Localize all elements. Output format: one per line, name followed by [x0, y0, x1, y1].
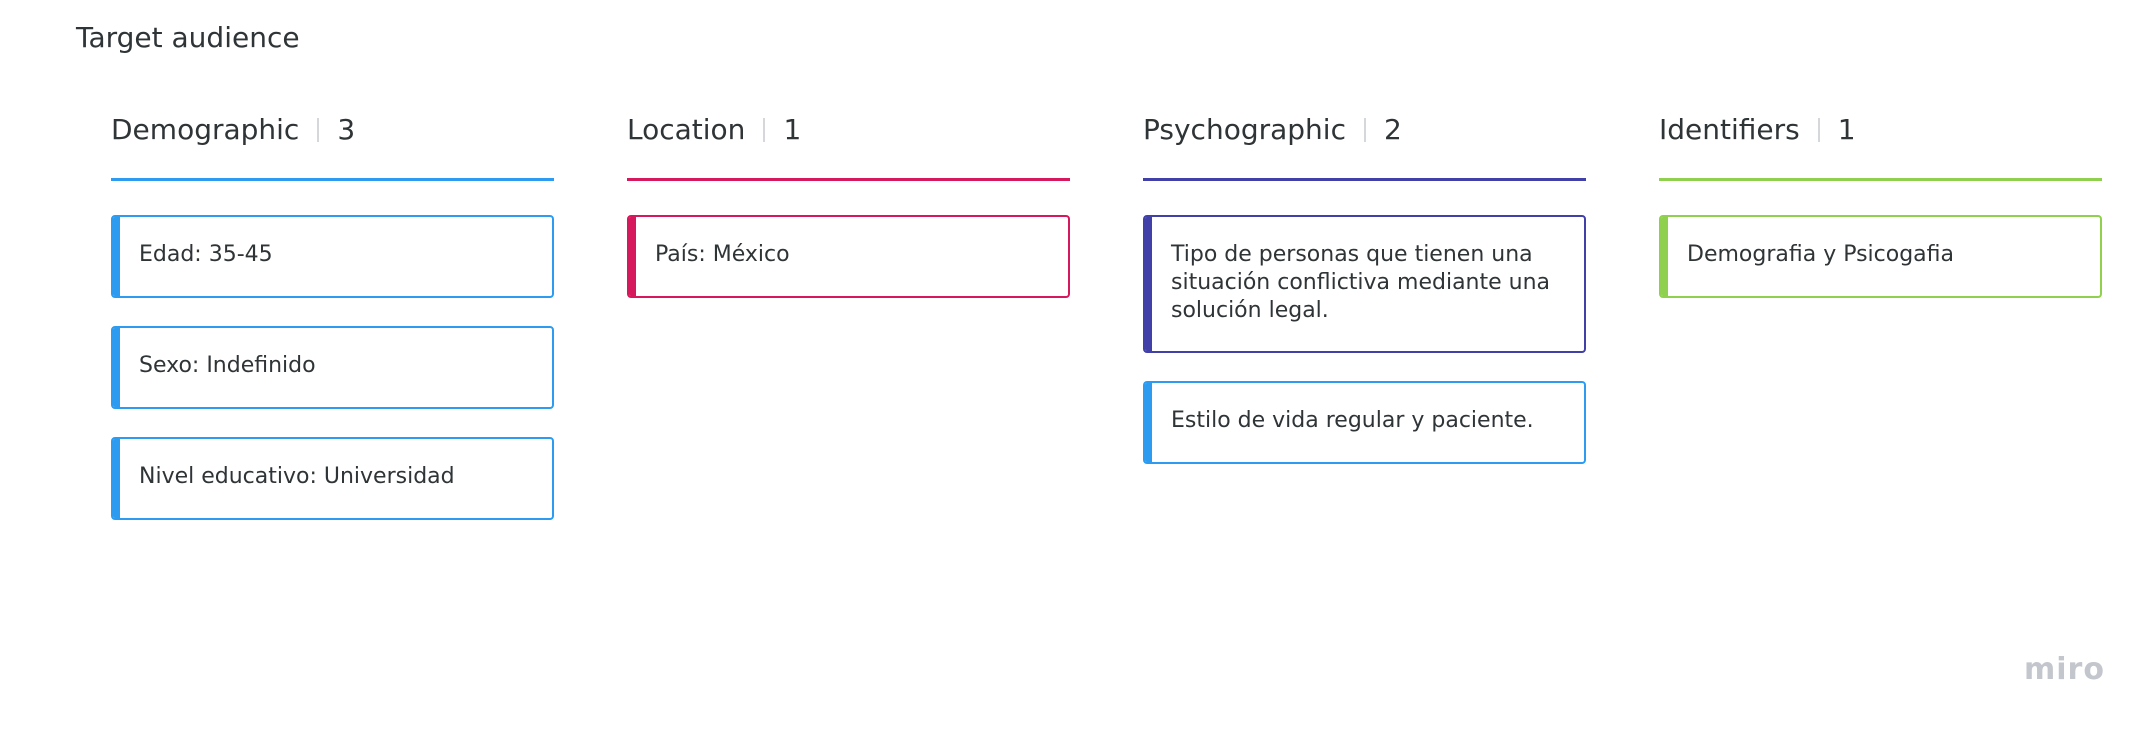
column-psychographic: Psychographic 2 Tipo de personas que tie…: [1143, 110, 1586, 492]
card-text: Tipo de personas que tienen una situació…: [1171, 242, 1551, 323]
column-header[interactable]: Location 1: [627, 110, 1070, 182]
column-rule: [1143, 178, 1586, 181]
column-header[interactable]: Demographic 3: [111, 110, 554, 182]
column-title: Identifiers: [1659, 113, 1800, 146]
column-header[interactable]: Identifiers 1: [1659, 110, 2102, 182]
card-text: País: México: [655, 242, 790, 267]
column-rule: [1659, 178, 2102, 181]
card[interactable]: Nivel educativo: Universidad: [111, 437, 554, 520]
column-location: Location 1 País: México: [627, 110, 1070, 326]
column-title: Psychographic: [1143, 113, 1346, 146]
card[interactable]: País: México: [627, 215, 1070, 298]
column-demographic: Demographic 3 Edad: 35-45 Sexo: Indefini…: [111, 110, 554, 548]
miro-logo: miro: [2024, 652, 2105, 687]
column-separator: [1817, 118, 1820, 142]
card[interactable]: Demografia y Psicogafia: [1659, 215, 2102, 298]
card[interactable]: Edad: 35-45: [111, 215, 554, 298]
card[interactable]: Sexo: Indefinido: [111, 326, 554, 409]
column-title: Location: [627, 113, 746, 146]
card[interactable]: Estilo de vida regular y paciente.: [1143, 381, 1586, 464]
board-title: Target audience: [76, 21, 300, 54]
column-separator: [763, 118, 766, 142]
column-identifiers: Identifiers 1 Demografia y Psicogafia: [1659, 110, 2102, 326]
card[interactable]: Tipo de personas que tienen una situació…: [1143, 215, 1586, 353]
column-rule: [627, 178, 1070, 181]
card-text: Sexo: Indefinido: [139, 353, 316, 378]
card-text: Estilo de vida regular y paciente.: [1171, 408, 1534, 433]
column-separator: [317, 118, 320, 142]
column-header[interactable]: Psychographic 2: [1143, 110, 1586, 182]
column-count: 2: [1383, 113, 1402, 146]
card-list: Edad: 35-45 Sexo: Indefinido Nivel educa…: [111, 215, 554, 520]
column-count: 1: [1837, 113, 1856, 146]
column-separator: [1363, 118, 1366, 142]
column-count: 1: [783, 113, 802, 146]
card-list: Tipo de personas que tienen una situació…: [1143, 215, 1586, 464]
column-count: 3: [337, 113, 356, 146]
card-list: País: México: [627, 215, 1070, 298]
card-list: Demografia y Psicogafia: [1659, 215, 2102, 298]
card-text: Demografia y Psicogafia: [1687, 242, 1954, 267]
card-text: Edad: 35-45: [139, 242, 273, 267]
column-title: Demographic: [111, 113, 300, 146]
card-text: Nivel educativo: Universidad: [139, 464, 455, 489]
column-rule: [111, 178, 554, 181]
